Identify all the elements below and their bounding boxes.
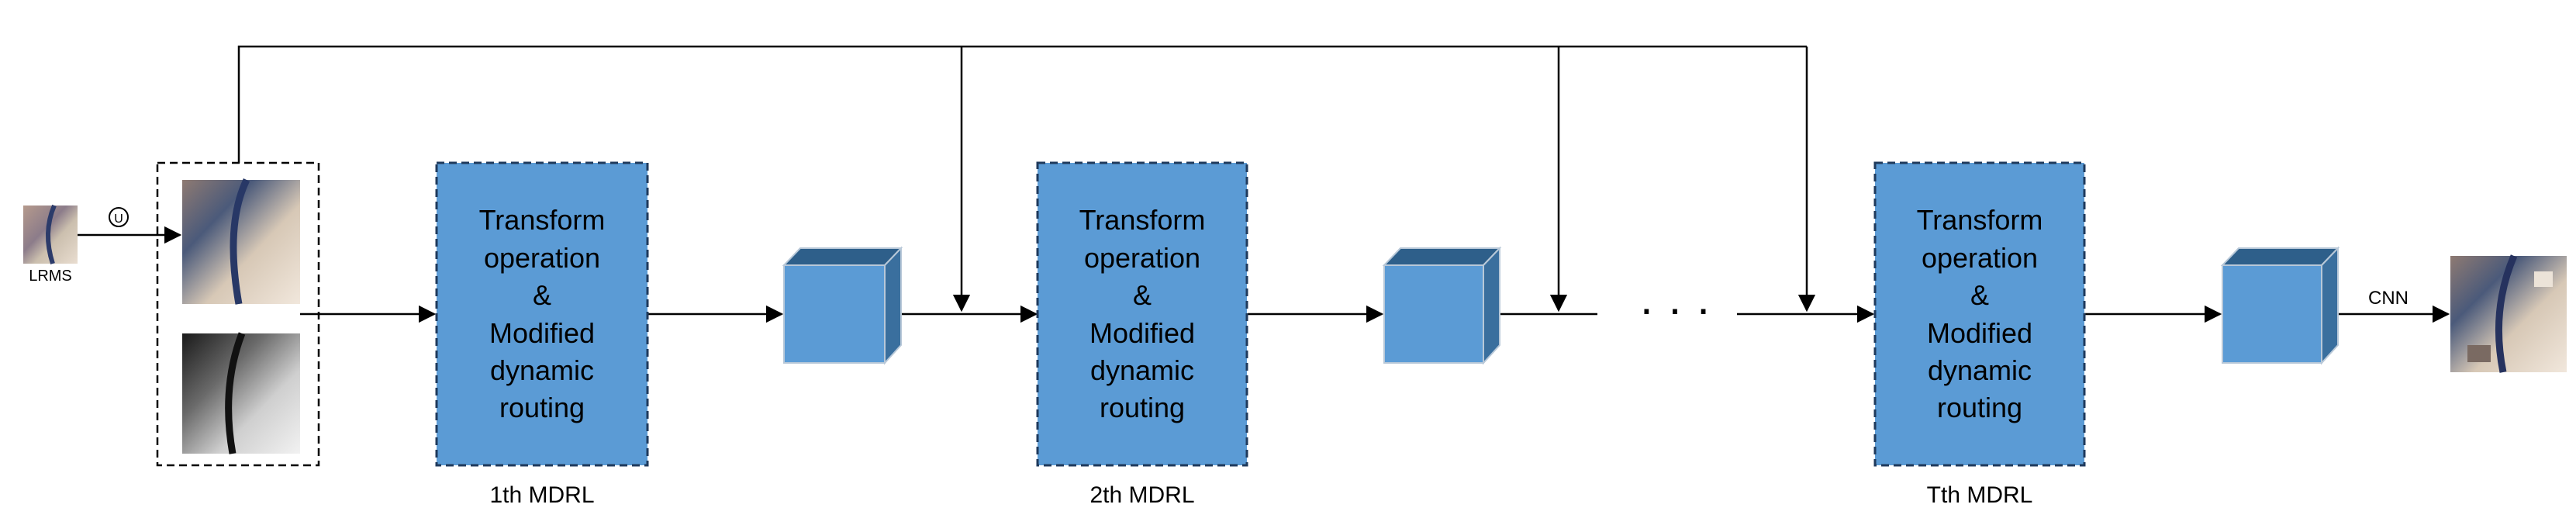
block-2-line-2: operation [1084, 242, 1200, 274]
skip-connection [237, 45, 1816, 313]
upsampled-ms-image [182, 178, 300, 305]
block-1-line-2: operation [484, 242, 600, 274]
block-t-line-4: Modified [1927, 317, 2032, 349]
block-2-line-1: Transform [1079, 204, 1206, 236]
cnn-label: CNN [2368, 288, 2409, 309]
block-2-line-3: & [1133, 279, 1152, 311]
block-t-line-6: routing [1937, 392, 2022, 423]
block-t-line-5: dynamic [1928, 354, 2032, 386]
block-2-line-4: Modified [1089, 317, 1195, 349]
output-hrms-image [2450, 254, 2567, 373]
block-1-line-4: Modified [489, 317, 595, 349]
block-1-line-1: Transform [479, 204, 606, 236]
ellipsis: · · · [1638, 282, 1711, 334]
block-1-line-3: & [533, 279, 551, 311]
mdrl-block-2: Transform operation & Modified dynamic r… [1036, 161, 1248, 467]
upsample-icon: U [109, 207, 129, 227]
block-1-rect [435, 161, 649, 467]
block-1-line-6: routing [499, 392, 585, 423]
mdrl-block-1: Transform operation & Modified dynamic r… [435, 161, 649, 467]
lrms-label: LRMS [29, 268, 72, 285]
upsample-symbol: U [114, 212, 123, 226]
block-2-line-5: dynamic [1090, 354, 1194, 386]
block-1-line-5: dynamic [490, 354, 594, 386]
pan-image [182, 332, 300, 454]
block-t-rect [1873, 161, 2086, 467]
block-1-caption: 1th MDRL [489, 482, 594, 508]
block-t-line-1: Transform [1917, 204, 2043, 236]
mdrl-block-t: Transform operation & Modified dynamic r… [1873, 161, 2086, 467]
block-t-caption: Tth MDRL [1927, 482, 2033, 508]
feature-cube-2 [1382, 246, 1502, 365]
block-2-rect [1036, 161, 1248, 467]
feature-cube-1 [782, 246, 903, 365]
block-2-line-6: routing [1100, 392, 1185, 423]
lrms-thumbnail [23, 204, 78, 264]
block-t-line-3: & [1970, 279, 1989, 311]
feature-cube-t [2220, 246, 2340, 365]
block-t-line-2: operation [1922, 242, 2038, 274]
block-2-caption: 2th MDRL [1089, 482, 1194, 508]
